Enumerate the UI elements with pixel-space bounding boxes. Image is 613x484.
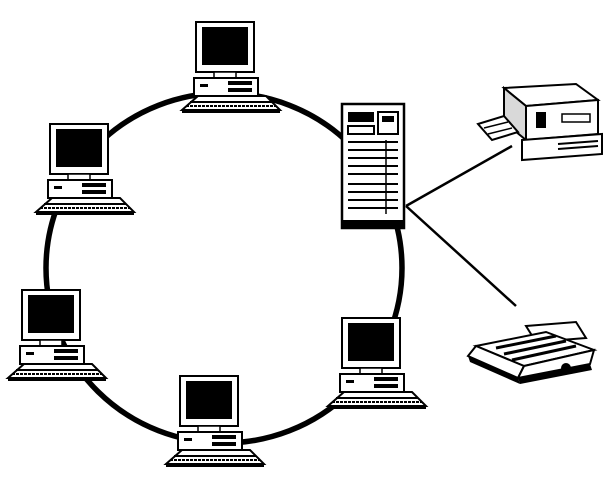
- desktop-computer-icon: [165, 375, 265, 468]
- tower-server-icon: [340, 102, 406, 230]
- dot-matrix-printer-icon: [466, 320, 598, 384]
- desktop-computer-icon: [35, 123, 135, 216]
- cable-server-to-dot-matrix-printer: [405, 205, 517, 307]
- desktop-computer-icon: [327, 317, 427, 410]
- desktop-computer-icon: [7, 289, 107, 382]
- desktop-computer-icon: [181, 21, 281, 114]
- cable-server-to-laser-printer: [405, 144, 513, 208]
- laser-printer-icon: [476, 82, 603, 162]
